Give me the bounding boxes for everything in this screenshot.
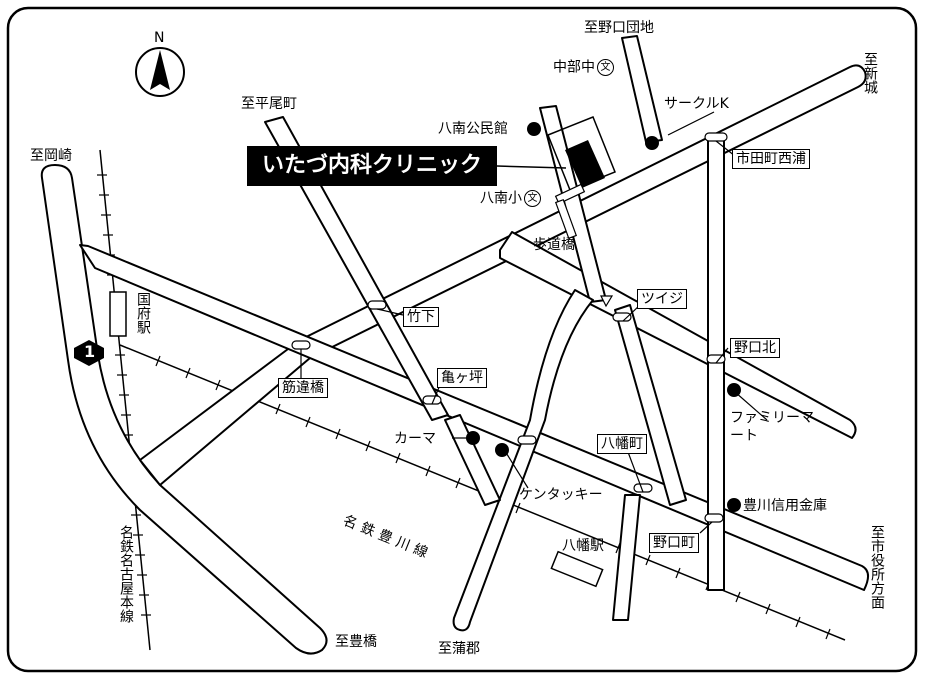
yawata-station-label: 八幡駅 — [562, 538, 604, 554]
kama-dot — [466, 431, 480, 445]
direction-gamagori: 至蒲郡 — [438, 641, 480, 657]
road-yawata — [612, 494, 641, 621]
road-tsuiji — [614, 304, 687, 506]
shinkin-label: 豊川信用金庫 — [743, 498, 827, 514]
signal-yawatacho: 八幡町 — [597, 434, 647, 454]
yield-triangle-icon — [600, 295, 614, 308]
circle-k-label: サークルK — [664, 96, 729, 112]
meitetsu-nagoya-label: 名鉄名古屋本線 — [118, 525, 134, 623]
familymart-label: ファミリーマート — [730, 410, 814, 444]
north-label: N — [154, 30, 165, 46]
footbridge-label: 歩道橋 — [533, 237, 575, 253]
direction-hiraomachi: 至平尾町 — [241, 96, 297, 112]
signal-ichidacho-nishiura: 市田町西浦 — [732, 149, 810, 169]
signal-noguchi-kita: 野口北 — [730, 338, 780, 358]
compass-icon — [135, 47, 185, 97]
road-takeshita — [264, 116, 449, 421]
clinic-building — [565, 140, 605, 188]
route-1-shield-icon — [74, 340, 104, 366]
route-1-number: 1 — [84, 342, 96, 361]
road-noguchi-danchi — [621, 35, 663, 143]
road-main-diagonal — [139, 64, 867, 486]
meitetsu-nagoya-line — [97, 149, 151, 651]
clinic-pointer-line — [496, 165, 567, 169]
direction-shinshiro: 至新城 — [862, 52, 878, 94]
chubu-jhs-label: 中部中文 — [553, 59, 614, 76]
clinic-lot-outline — [547, 116, 616, 191]
direction-shiyakusho: 至市役所方面 — [869, 525, 885, 609]
yawata-station-mark — [550, 550, 604, 588]
school-icon: 文 — [597, 59, 614, 76]
direction-toyohashi: 至豊橋 — [335, 634, 377, 650]
direction-nogutidanchi: 至野口団地 — [584, 20, 654, 36]
school-icon: 文 — [524, 190, 541, 207]
kentucky-dot — [495, 443, 509, 457]
footbridge-mark — [554, 183, 586, 239]
road-gamagori — [452, 289, 594, 632]
hachinan-hall-dot — [527, 122, 541, 136]
kokufu-station-mark — [109, 291, 127, 337]
signal-sujikaibashi: 筋違橋 — [278, 378, 328, 398]
signal-kamegatsubo: 亀ヶ坪 — [437, 368, 487, 388]
shinkin-dot — [727, 498, 741, 512]
circle-k-dot — [645, 136, 659, 150]
direction-okazaki: 至岡崎 — [30, 148, 72, 164]
signal-takeshita: 竹下 — [403, 307, 439, 327]
kentucky-label: ケンタッキー — [519, 487, 603, 503]
kokufu-station-label: 国府駅 — [135, 292, 151, 334]
clinic-name-label: いたづ内科クリニック — [247, 146, 497, 186]
signal-noguchicho: 野口町 — [649, 533, 699, 553]
familymart-dot — [727, 383, 741, 397]
signal-tsuiji: ツイジ — [637, 289, 687, 309]
kama-label: カーマ — [394, 431, 436, 447]
road-route1 — [40, 164, 328, 655]
hachinan-hall-label: 八南公民館 — [438, 121, 508, 137]
hachinan-es-label: 八南小文 — [480, 190, 541, 207]
